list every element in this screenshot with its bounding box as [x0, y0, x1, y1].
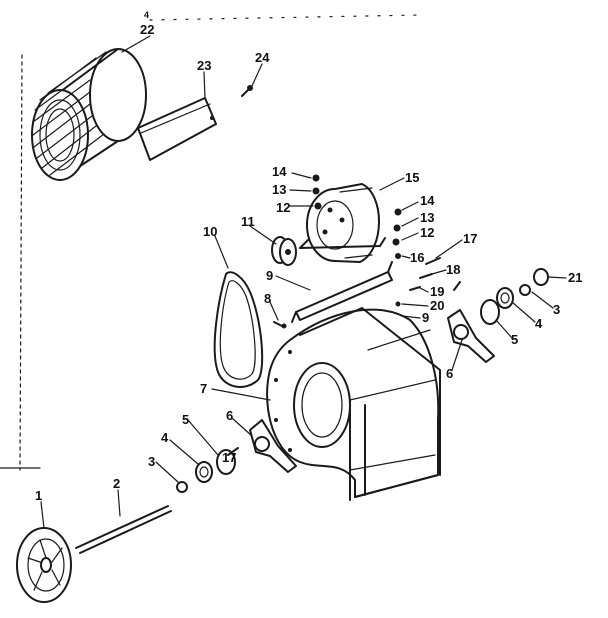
cutoff-plate-drawing	[137, 97, 217, 161]
bearing-bracket-left	[249, 419, 297, 473]
part-label-6: 6	[226, 408, 233, 423]
screw-24-drawing	[241, 85, 253, 97]
motor-drawing	[299, 183, 386, 263]
part-label-4-right: 4	[535, 316, 543, 331]
part-label-10: 10	[203, 224, 217, 239]
leader-lines	[40, 35, 567, 529]
part-label-7: 7	[200, 381, 207, 396]
bearing-bracket-right	[447, 281, 495, 363]
part-label-12-right: 12	[420, 225, 434, 240]
part-label-3: 3	[148, 454, 155, 469]
part-label-19: 19	[430, 284, 444, 299]
blower-housing-drawing	[266, 307, 441, 501]
bearing-stack-left	[176, 449, 236, 493]
part-label-5: 5	[182, 412, 189, 427]
part-label-11: 11	[241, 214, 255, 229]
motor-mount-hardware-left	[312, 174, 322, 210]
driven-pulley-drawing	[16, 527, 72, 603]
part-label-2: 2	[113, 476, 120, 491]
part-label-13-left: 13	[272, 182, 286, 197]
part-label-3-right: 3	[553, 302, 560, 317]
motor-bracket-drawing	[291, 261, 393, 323]
part-label-9-lower: 9	[422, 310, 429, 325]
part-number-labels: 1 2 3 4 5 6 7 8 9 9 10 11 12 12 13 13 14…	[35, 22, 582, 503]
shaft-drawing	[75, 505, 172, 554]
blower-wheel-drawing	[31, 48, 147, 181]
part-label-22: 22	[140, 22, 154, 37]
part-label-4: 4	[161, 430, 169, 445]
part-label-21: 21	[568, 270, 582, 285]
small-hardware-17-20	[227, 257, 441, 456]
part-label-12-left: 12	[276, 200, 290, 215]
motor-mount-hardware-right	[392, 208, 402, 259]
part-label-18: 18	[446, 262, 460, 277]
part-label-13-right: 13	[420, 210, 434, 225]
part-label-16: 16	[410, 250, 424, 265]
part-label-9-upper: 9	[266, 268, 273, 283]
part-label-17-right: 17	[463, 231, 477, 246]
part-label-15: 15	[405, 170, 419, 185]
drive-belt-drawing	[213, 271, 264, 388]
part-label-20: 20	[430, 298, 444, 313]
bearing-stack-right	[480, 268, 549, 325]
part-label-22-marker: 4	[144, 10, 149, 20]
part-label-1: 1	[35, 488, 42, 503]
part-label-17-left: 17	[222, 450, 236, 465]
part-label-6-right: 6	[446, 366, 453, 381]
part-label-23: 23	[197, 58, 211, 73]
part-label-5-right: 5	[511, 332, 518, 347]
part-label-24: 24	[255, 50, 270, 65]
bolt-8-drawing	[273, 321, 287, 329]
motor-pulley-drawing	[271, 236, 297, 266]
part-label-8: 8	[264, 291, 271, 306]
page-edge-lines	[0, 14, 421, 471]
part-label-14-left: 14	[272, 164, 287, 179]
part-label-14-right: 14	[420, 193, 435, 208]
